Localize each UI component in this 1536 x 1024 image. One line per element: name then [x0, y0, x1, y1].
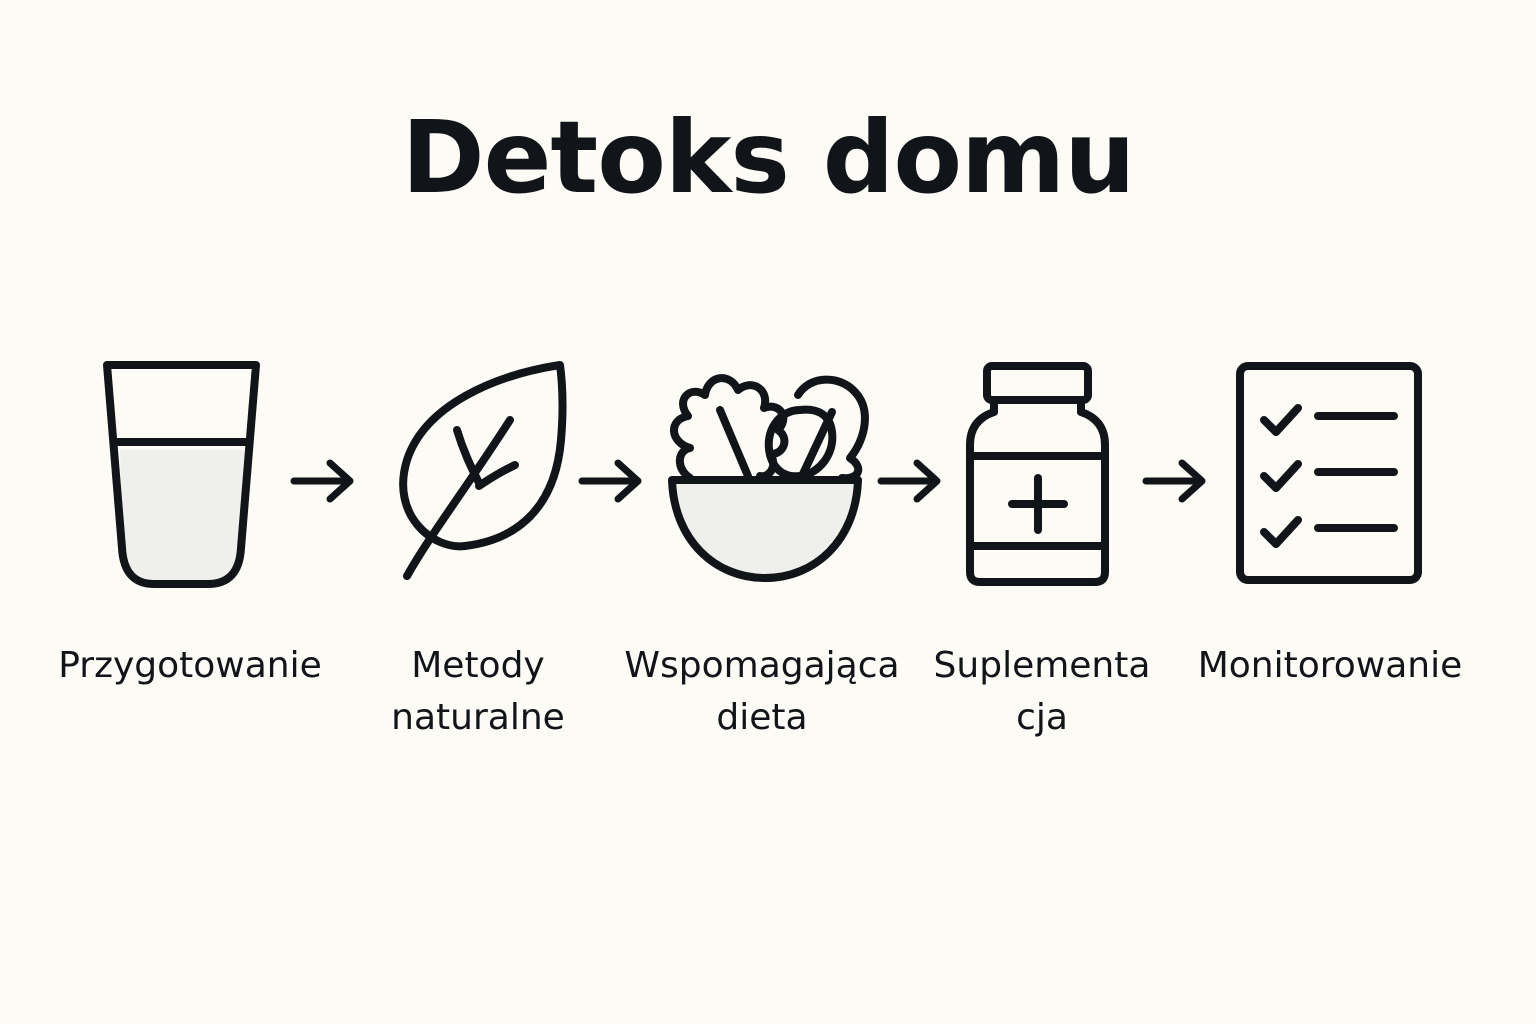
step-label-line: Suplementa: [933, 645, 1151, 686]
checklist-icon: [1232, 350, 1427, 600]
step-label-line: Wspomagająca: [624, 645, 900, 686]
step-label-line: Monitorowanie: [1197, 645, 1463, 686]
water-glass-icon: [100, 350, 265, 600]
arrow-right-icon: [288, 455, 358, 507]
page-title: Detoks domu: [401, 99, 1136, 216]
step-label-wspomagajaca-dieta: Wspomagająca dieta: [612, 640, 912, 744]
supplement-bottle-icon: [960, 350, 1115, 600]
arrow-right-icon: [1140, 455, 1210, 507]
step-label-suplementacja: Suplementa cja: [892, 640, 1192, 744]
arrow-right-icon: [875, 455, 945, 507]
step-label-line: Metody: [411, 645, 545, 686]
salad-bowl-icon: [660, 350, 870, 600]
step-label-line: cja: [1016, 697, 1068, 738]
step-label-line: Przygotowanie: [58, 645, 322, 686]
step-label-line: naturalne: [391, 697, 565, 738]
step-label-monitorowanie: Monitorowanie: [1180, 640, 1480, 692]
step-label-przygotowanie: Przygotowanie: [40, 640, 340, 692]
step-label-metody-naturalne: Metody naturalne: [328, 640, 628, 744]
leaf-icon: [395, 350, 575, 600]
step-label-line: dieta: [716, 697, 808, 738]
arrow-right-icon: [576, 455, 646, 507]
